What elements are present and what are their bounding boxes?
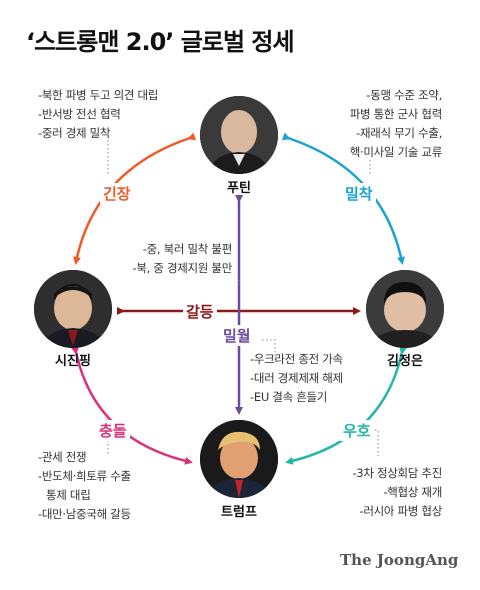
conflict-label: 갈등 — [183, 301, 217, 322]
trump-avatar-icon — [200, 420, 278, 498]
note-kim-trump: -3차 정상회담 추진 -핵협상 재개 -러시아 파병 협상 — [352, 464, 442, 521]
note-line: -동맹 수준 조약, — [366, 88, 442, 102]
putin-portrait — [200, 96, 278, 174]
note-line: 핵·미사일 기술 교류 — [349, 145, 443, 159]
publisher-logo: The JoongAng — [340, 551, 459, 569]
note-line: -대러 경제제재 해제 — [250, 371, 343, 385]
kim-name: 김정은 — [387, 354, 423, 369]
note-line: -3차 정상회담 추진 — [352, 466, 442, 480]
friendly-label: 우호 — [340, 420, 374, 441]
page-title: ‘스트롱맨 2.0’ 글로벌 정세 — [26, 28, 295, 56]
note-line: -EU 결속 흔들기 — [250, 390, 328, 404]
close-label: 밀착 — [342, 183, 376, 204]
trump-name: 트럼프 — [221, 505, 257, 520]
note-line: -북, 중 경제지원 불만 — [132, 261, 232, 275]
note-xi-trump: -관세 전쟁 -반도체·희토류 수출 통제 대립 -대만·남중국해 갈등 — [38, 448, 131, 524]
note-line: -관세 전쟁 — [38, 450, 87, 464]
clash-label: 충돌 — [96, 420, 130, 441]
note-line: -반도체·희토류 수출 — [38, 469, 131, 483]
note-line: -중, 북러 밀착 불편 — [142, 242, 233, 256]
note-xi-putin: -북한 파병 두고 의견 대립 -반서방 전선 협력 -중러 경제 밀착 — [38, 86, 158, 143]
note-line: 통제 대립 — [46, 488, 91, 502]
kim-portrait — [366, 270, 444, 348]
note-line: -반서방 전선 협력 — [38, 107, 121, 121]
kim-avatar-icon — [366, 270, 444, 348]
note-line: -북한 파병 두고 의견 대립 — [38, 88, 159, 102]
note-line: -러시아 파병 협상 — [359, 504, 442, 518]
note-line: -중러 경제 밀착 — [38, 126, 111, 140]
tension-label: 긴장 — [100, 183, 134, 204]
xi-avatar-icon — [34, 270, 112, 348]
trump-portrait — [200, 420, 278, 498]
note-line: -재래식 무기 수출, — [356, 126, 442, 140]
xi-portrait — [34, 270, 112, 348]
note-line: -대만·남중국해 갈등 — [38, 507, 131, 521]
note-line: -핵협상 재개 — [383, 485, 442, 499]
note-line: 파병 통한 군사 협력 — [349, 107, 443, 121]
putin-name: 푸틴 — [227, 181, 251, 196]
note-xi-kim: -중, 북러 밀착 불편 -북, 중 경제지원 불만 — [132, 240, 232, 278]
intimate-label: 밀월 — [220, 325, 254, 346]
note-line: -우크라전 종전 가속 — [250, 352, 343, 366]
note-putin-trump: -우크라전 종전 가속 -대러 경제제재 해제 -EU 결속 흔들기 — [250, 350, 343, 407]
putin-avatar-icon — [200, 96, 278, 174]
note-putin-kim: -동맹 수준 조약, 파병 통한 군사 협력 -재래식 무기 수출, 핵·미사일… — [349, 86, 443, 162]
xi-name: 시진핑 — [55, 354, 91, 369]
